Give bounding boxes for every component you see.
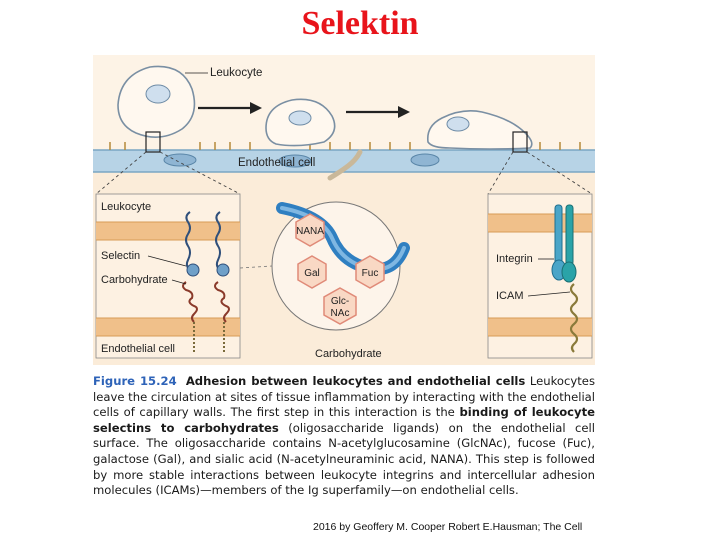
carbohydrate-1	[182, 281, 198, 323]
selectin-1	[185, 211, 191, 271]
figure-heading: Adhesion between leukocytes and endothel…	[185, 374, 526, 388]
top-endothelial-label: Endothelial cell	[238, 157, 315, 169]
transmigrating-cell	[327, 149, 363, 181]
caption-bold-1: binding of leukocyte selectins to carboh…	[93, 405, 596, 435]
figure-caption: Figure 15.24 Adhesion between leukocytes…	[93, 374, 595, 499]
left-panel: Leukocyte Selectin Carbohydrate Endothel…	[95, 193, 241, 359]
zoom-box-left	[145, 131, 161, 153]
hex-fuc-label: Fuc	[362, 268, 379, 279]
top-strip: Leukocyte Endothelial cell	[93, 55, 595, 181]
top-leukocyte-label: Leukocyte	[210, 67, 262, 79]
left-endothelial-label: Endothelial cell	[101, 343, 175, 355]
hex-fuc	[355, 255, 385, 289]
endothelial-nucleus	[278, 154, 312, 168]
left-selectin-label: Selectin	[101, 250, 140, 262]
hex-glcnac-label-2: NAc	[331, 308, 350, 319]
selectin-2	[215, 211, 221, 271]
caption-text-2: (oligosaccharide ligands) on the endothe…	[93, 420, 595, 451]
endothelial-nucleus	[163, 153, 197, 167]
icam	[569, 283, 579, 353]
hex-glcnac-label-1: Glc-	[331, 296, 349, 307]
integrin-alpha	[554, 204, 563, 266]
caption-text-3: This step is followed by more stable int…	[93, 451, 595, 498]
hex-nana-label: NANA	[296, 226, 324, 237]
left-leukocyte-label: Leukocyte	[101, 201, 151, 213]
caption-glycans: N-acetylglucosamine (GlcNAc), fucose (Fu…	[93, 436, 595, 466]
center-panel: NANA Gal Fuc Glc- NAc Carbohydrate	[271, 201, 410, 360]
credit-line: 2016 by Geoffery M. Cooper Robert E.Haus…	[313, 521, 583, 533]
right-integrin-label: Integrin	[496, 253, 533, 265]
left-carbohydrate-label: Carbohydrate	[101, 274, 168, 286]
endothelial-nucleus	[410, 153, 440, 167]
figure-number: Figure 15.24	[93, 374, 177, 388]
hex-nana	[295, 213, 325, 247]
slide-title: Selektin	[301, 5, 419, 42]
integrin-beta	[565, 204, 574, 266]
endothelium-layer	[93, 150, 595, 172]
hex-gal-label: Gal	[304, 268, 320, 279]
center-carbohydrate-label: Carbohydrate	[315, 348, 382, 360]
carbohydrate-2	[214, 281, 230, 323]
hex-glcnac	[323, 287, 357, 325]
right-icam-label: ICAM	[496, 290, 524, 302]
right-panel: Integrin ICAM	[487, 193, 593, 359]
caption-text-1: Leukocytes leave the circulation at site…	[93, 374, 595, 420]
zoom-lines	[95, 151, 593, 195]
zoom-box-right	[512, 131, 528, 153]
hex-gal	[297, 255, 327, 289]
